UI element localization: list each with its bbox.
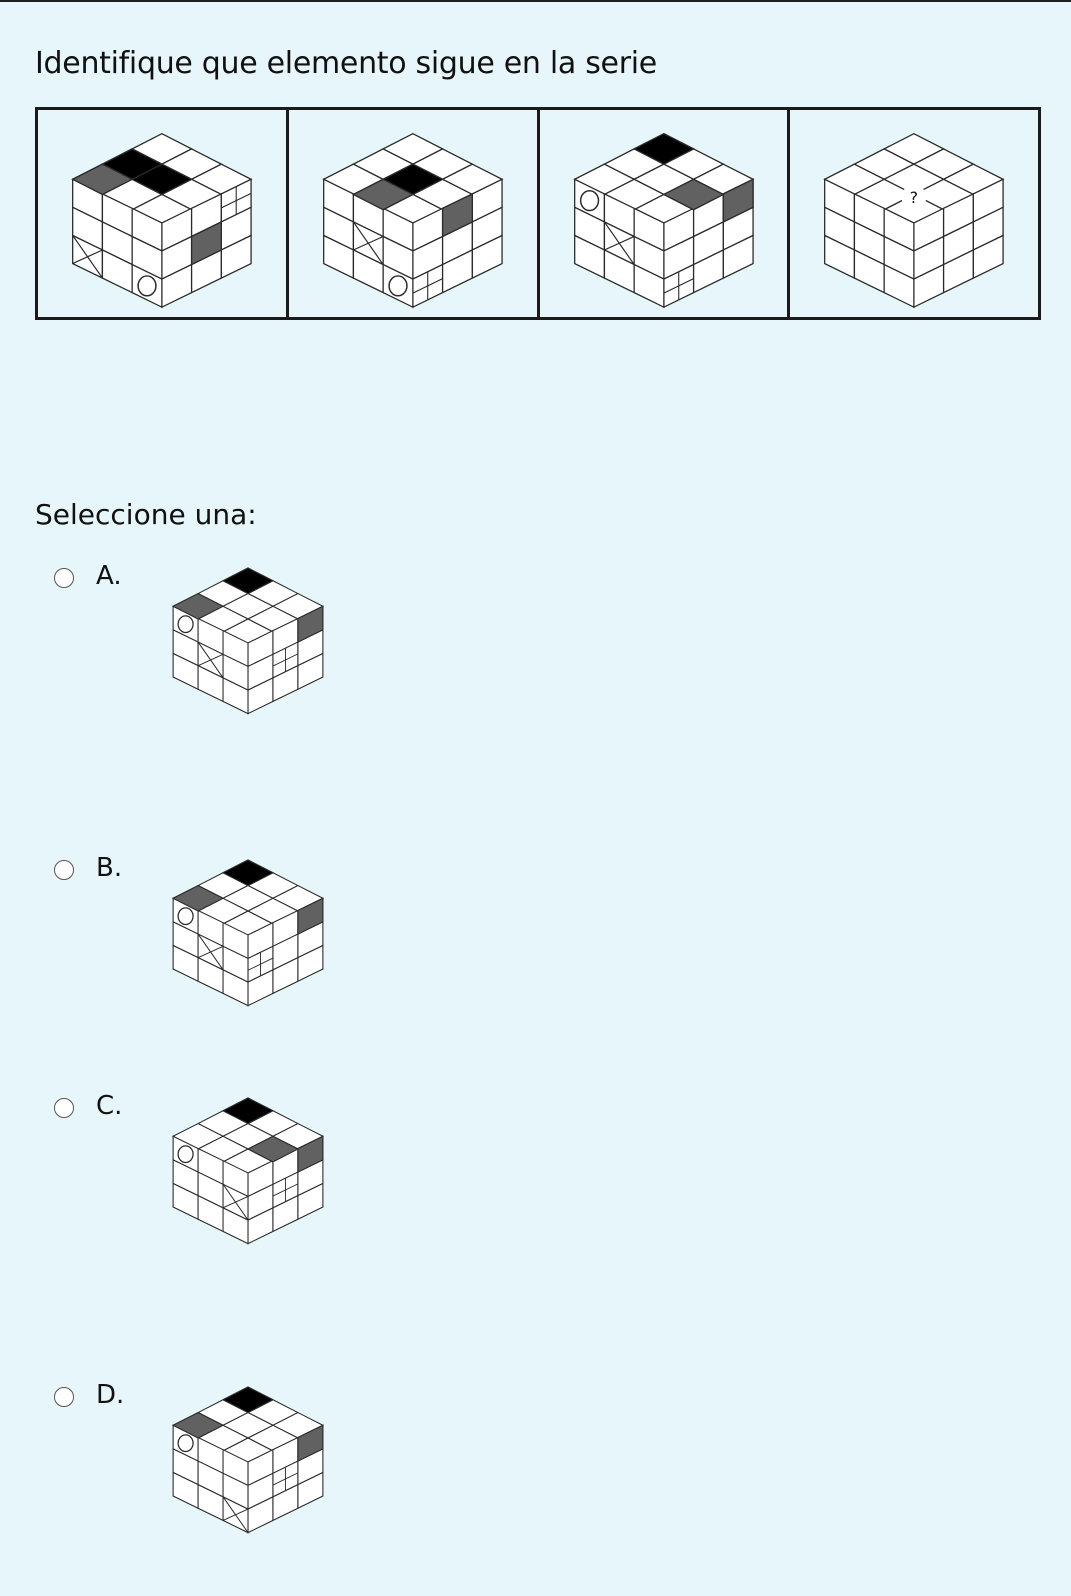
gray-square — [190, 220, 222, 266]
right-cell — [471, 234, 503, 280]
black-square — [221, 567, 275, 595]
top-divider — [0, 0, 1071, 2]
circle-mark-icon — [388, 275, 408, 297]
cube-option-d[interactable] — [144, 1358, 352, 1550]
left-cell — [222, 676, 249, 715]
plus-mark-icon — [663, 278, 694, 294]
option-letter: C. — [96, 1091, 123, 1121]
series-panel-3 — [540, 110, 791, 317]
option-c[interactable]: C. — [52, 1091, 362, 1291]
select-prompt: Seleccione una: — [35, 498, 257, 531]
right-cell — [722, 234, 754, 280]
radio-button-icon[interactable] — [54, 1387, 74, 1407]
right-cell — [297, 652, 324, 691]
question-mark: ? — [910, 188, 918, 207]
left-cell — [222, 1206, 249, 1245]
cube-option-b[interactable] — [144, 831, 352, 1023]
left-cell — [633, 263, 665, 309]
cube-figure-3 — [572, 133, 754, 309]
circle-mark-icon — [177, 907, 194, 926]
gray-square — [71, 163, 134, 196]
circle-mark-icon — [177, 1434, 194, 1453]
series-panel-2 — [289, 110, 540, 317]
right-cell — [220, 234, 252, 280]
gray-square — [171, 592, 225, 620]
option-b[interactable]: B. — [52, 853, 362, 1053]
gray-square — [246, 1135, 300, 1163]
plus-mark-icon — [221, 192, 252, 209]
cube-option-a[interactable] — [144, 539, 352, 731]
plus-mark-icon — [247, 957, 274, 971]
plus-mark-icon — [272, 1183, 299, 1197]
series-panel-1 — [38, 110, 289, 317]
plus-mark-icon — [272, 1472, 299, 1486]
right-cell — [297, 1471, 324, 1510]
cube-option-c[interactable] — [144, 1069, 352, 1261]
cube-drawing — [71, 133, 253, 309]
cube-drawing: ? — [823, 133, 1005, 309]
left-cell — [883, 263, 915, 309]
series-strip: ? — [35, 107, 1041, 320]
x-mark-icon — [222, 1196, 249, 1209]
x-mark-icon — [603, 235, 634, 251]
circle-mark-icon — [177, 1145, 194, 1164]
option-d[interactable]: D. — [52, 1380, 362, 1580]
gray-square — [171, 884, 225, 912]
cube-drawing — [171, 567, 325, 715]
gray-square — [297, 897, 324, 935]
gray-square — [297, 1424, 324, 1462]
cube-figure-1 — [71, 133, 253, 309]
cube-figure-2 — [322, 133, 504, 309]
plus-mark-icon — [412, 278, 443, 294]
right-cell — [972, 234, 1004, 280]
x-mark-icon — [352, 235, 384, 251]
circle-mark-icon — [579, 189, 599, 212]
radio-button-icon[interactable] — [54, 568, 74, 588]
black-square — [221, 1097, 275, 1125]
right-cell — [297, 944, 324, 983]
radio-button-icon[interactable] — [54, 860, 74, 880]
option-letter: B. — [96, 853, 123, 883]
plus-mark-icon — [272, 653, 299, 667]
black-square — [632, 133, 695, 165]
circle-mark-icon — [177, 615, 194, 634]
gray-square — [441, 192, 473, 238]
option-letter: D. — [96, 1380, 125, 1410]
cube-drawing — [322, 133, 504, 309]
circle-mark-icon — [137, 275, 157, 297]
black-square — [221, 859, 275, 887]
radio-button-icon[interactable] — [54, 1098, 74, 1118]
series-panel-4: ? — [790, 110, 1038, 317]
x-mark-icon — [197, 945, 224, 959]
gray-square — [171, 1411, 225, 1439]
cube-drawing — [572, 133, 754, 309]
cube-drawing — [171, 859, 325, 1007]
cube-drawing — [171, 1386, 325, 1534]
question-title: Identifique que elemento sigue en la ser… — [35, 46, 657, 81]
question-mark-badge: ? — [901, 184, 927, 210]
right-cell — [297, 1182, 324, 1221]
gray-square — [351, 178, 415, 211]
gray-square — [722, 178, 754, 223]
option-letter: A. — [96, 561, 122, 591]
cube-drawing — [171, 1097, 325, 1245]
x-mark-icon — [197, 653, 224, 667]
x-mark-icon — [72, 249, 103, 265]
left-cell — [222, 968, 249, 1007]
gray-square — [297, 1135, 324, 1173]
cube-figure-4: ? — [823, 133, 1005, 309]
gray-square — [297, 605, 324, 643]
gray-square — [661, 178, 725, 211]
black-square — [221, 1386, 275, 1414]
option-a[interactable]: A. — [52, 561, 362, 761]
x-mark-icon — [222, 1508, 249, 1521]
